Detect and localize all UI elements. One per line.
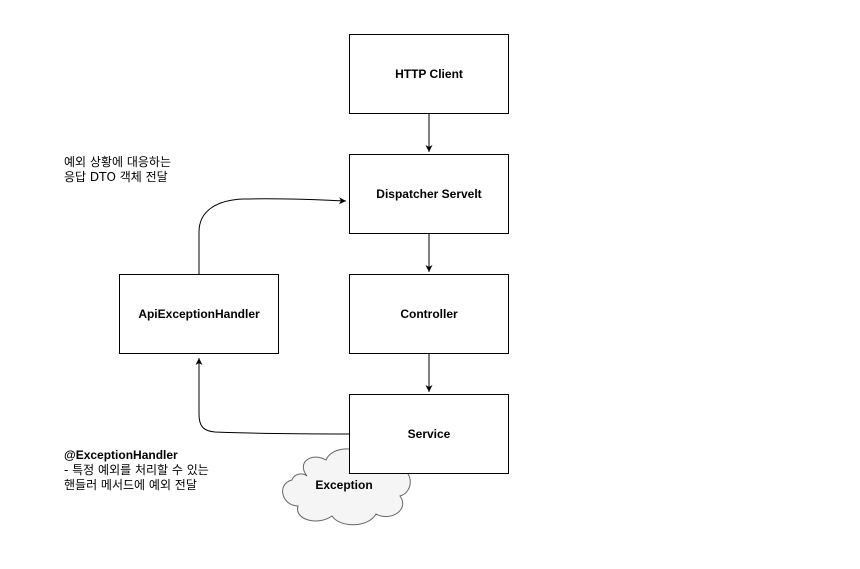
edge-handler-to-dispatcher [198,197,347,274]
controller-node[interactable]: Controller [349,274,509,354]
http-client-node[interactable]: HTTP Client [349,34,509,114]
exception-handler-note-line-2: 핸들러 메서드에 예외 전달 [64,478,197,492]
controller-label: Controller [400,307,458,321]
api-exception-handler-node[interactable]: ApiExceptionHandler [119,274,279,354]
dispatcher-servlet-label: Dispatcher Servelt [376,187,482,201]
api-exception-handler-label: ApiExceptionHandler [138,307,260,321]
exception-handler-note-line-1: - 특정 예외를 처리할 수 있는 [64,463,209,477]
exception-handler-note: @ExceptionHandler - 특정 예외를 처리할 수 있는 핸들러 … [64,448,209,493]
response-note-line-1: 예외 상황에 대응하는 [64,155,171,169]
service-node[interactable]: Service [349,394,509,474]
service-label: Service [407,427,451,441]
exception-cloud-label: Exception [315,478,373,492]
http-client-label: HTTP Client [395,67,463,81]
dispatcher-servlet-node[interactable]: Dispatcher Servelt [349,154,509,234]
edge-service-to-handler [195,358,350,435]
exception-handler-note-title: @ExceptionHandler [64,448,178,462]
response-note-line-2: 응답 DTO 객체 전달 [64,170,168,184]
response-note: 예외 상황에 대응하는 응답 DTO 객체 전달 [64,155,171,185]
